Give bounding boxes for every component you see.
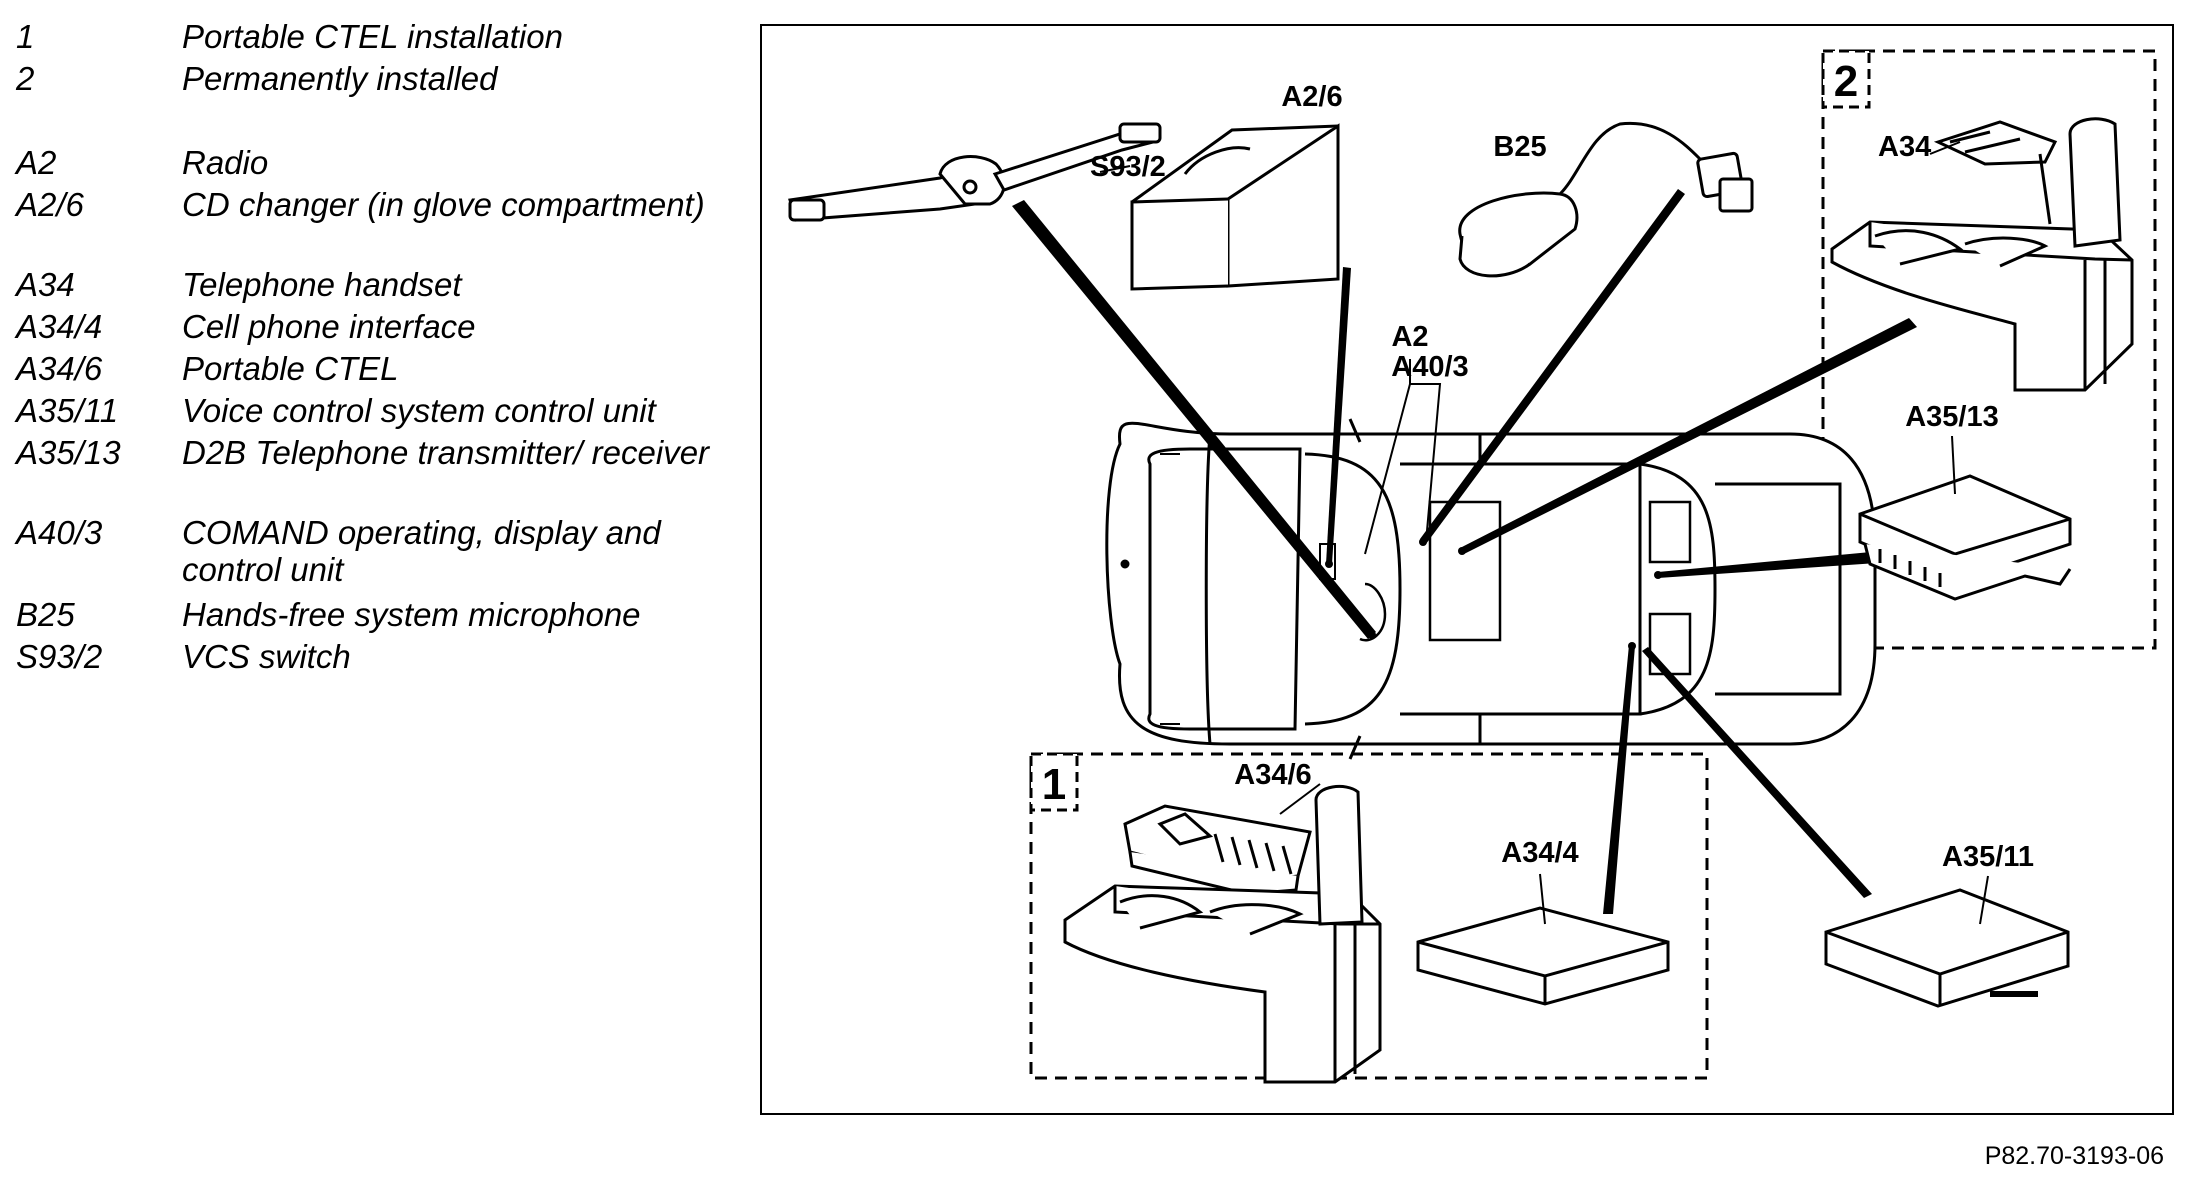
armrest-unit-portable: [1063, 784, 1382, 1084]
diagram-canvas: 2 1: [760, 24, 2174, 1115]
vehicle-top-view: [1105, 418, 1877, 760]
a35-13-transmitter-receiver: [1858, 474, 2072, 601]
legend-text: VCS switch: [182, 638, 351, 675]
label-a35-13: A35/13: [1905, 401, 1999, 433]
label-a34: A34: [1878, 131, 1931, 163]
group-2-tag: [1821, 49, 1871, 109]
legend-text: Radio: [182, 144, 269, 181]
legend-code: S93/2: [16, 638, 103, 675]
a2-6-cd-changer: [1130, 123, 1340, 291]
label-a40-3: A40/3: [1391, 351, 1468, 383]
legend-text: Permanently installed: [182, 60, 498, 97]
b25-microphone: [1458, 121, 1754, 278]
connection-points: [1325, 538, 1662, 650]
legend-text: Voice control system control unit: [182, 392, 656, 429]
legend-text: Portable CTEL: [182, 350, 399, 387]
group-2-box: [1821, 49, 2157, 650]
legend-code: 1: [16, 18, 35, 55]
legend-text: D2B Telephone transmitter/ receiver: [182, 434, 710, 471]
group-2-label: 2: [1834, 57, 1858, 106]
component-location-diagram: 2 1: [760, 24, 2174, 1115]
legend-text: COMAND operating, display and control un…: [182, 514, 661, 588]
figure-reference: P82.70-3193-06: [1984, 1142, 2164, 1170]
label-leaders: [1099, 141, 1989, 925]
legend-code: B25: [16, 596, 75, 633]
legend-text: CD changer (in glove compartment): [182, 186, 705, 223]
group-1-tag: [1029, 752, 1079, 812]
legend-text: Portable CTEL installation: [182, 18, 563, 55]
group-1-label: 1: [1042, 760, 1066, 809]
legend-code: A2: [16, 144, 57, 181]
label-a35-11: A35/11: [1942, 841, 2034, 873]
legend-text: Telephone handset: [182, 266, 462, 303]
legend-code: A40/3: [16, 514, 103, 551]
s93-2-vcs-switch: [788, 122, 1162, 222]
leader-lines: [1012, 189, 1917, 914]
a34-4-cell-phone-interface: [1416, 906, 1670, 1006]
legend-code: A34/6: [16, 350, 103, 387]
label-a2-6: A2/6: [1281, 81, 1342, 113]
a34-telephone-handset: [1933, 120, 2058, 225]
legend-code: A34/4: [16, 308, 103, 345]
label-a34-6: A34/6: [1234, 759, 1311, 791]
armrest-unit-permanent: [1830, 117, 2134, 392]
label-a34-4: A34/4: [1501, 837, 1578, 869]
legend-code: A34: [16, 266, 75, 303]
legend-text: Hands-free system microphone: [182, 596, 641, 633]
legend-code: A35/11: [16, 392, 119, 429]
label-a2: A2: [1391, 321, 1428, 353]
legend-code: A35/13: [16, 434, 121, 471]
a35-11-voice-control-unit: [1824, 888, 2070, 1008]
a40-3-leader: [1410, 383, 1442, 543]
legend-text: Cell phone interface: [182, 308, 476, 345]
legend-code: A2/6: [16, 186, 84, 223]
legend-code: 2: [16, 60, 35, 97]
label-b25: B25: [1493, 131, 1546, 163]
